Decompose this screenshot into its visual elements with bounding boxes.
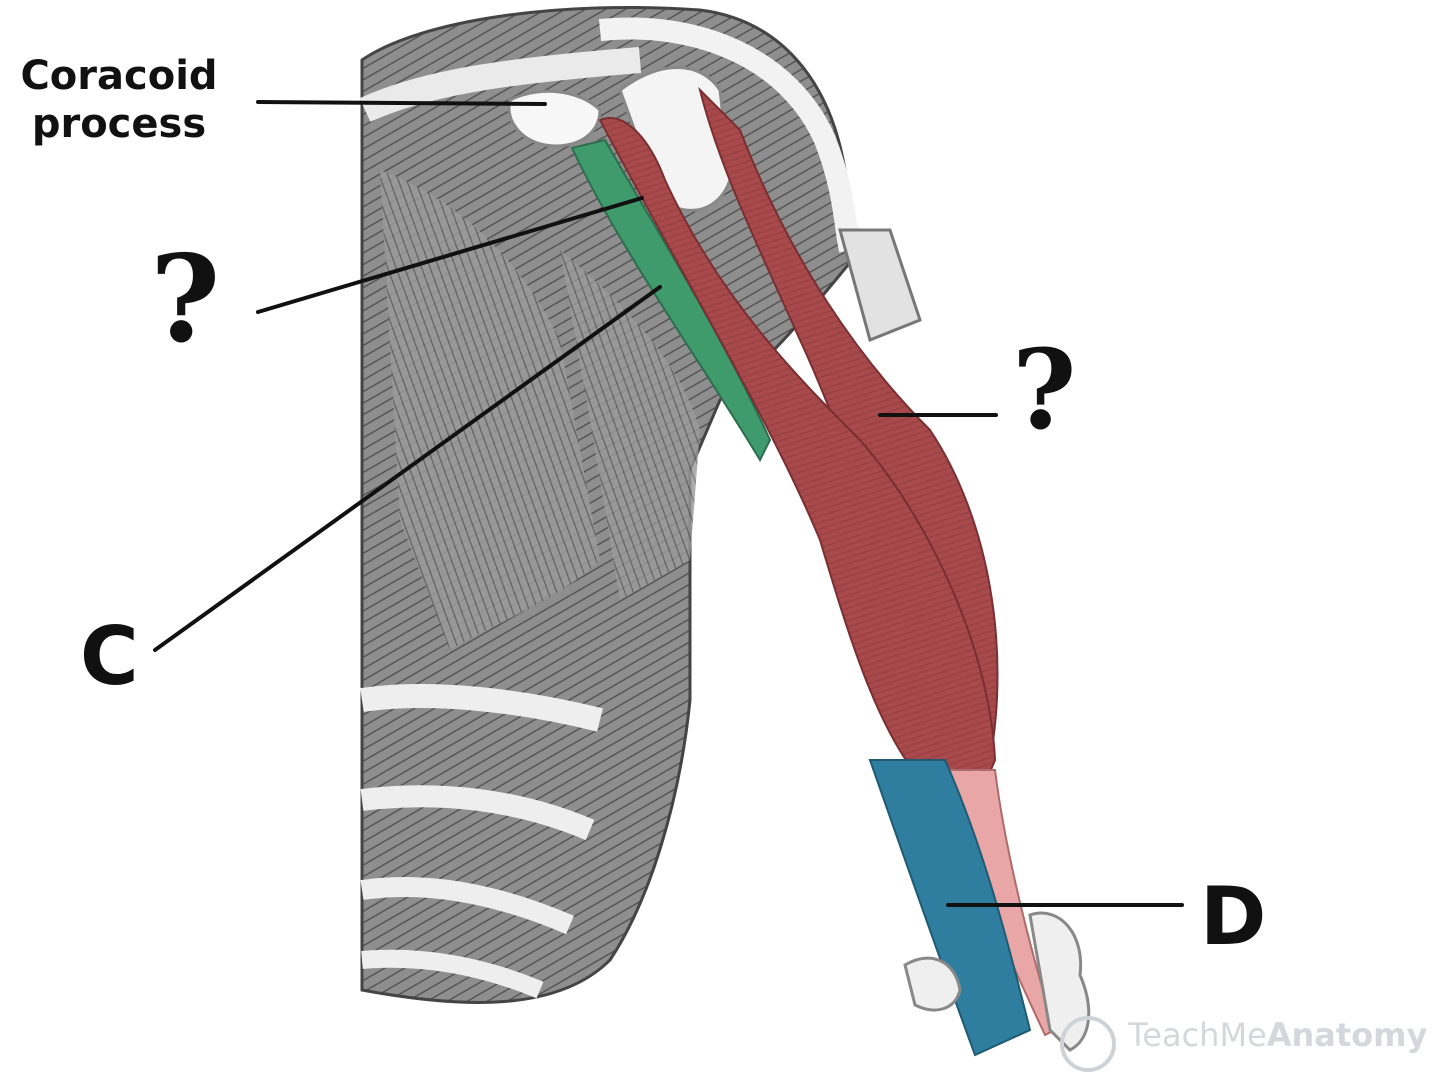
coracobrachialis-muscle: [570, 138, 772, 463]
watermark-text-1: TeachMe: [1128, 1016, 1267, 1054]
label-d: D: [1200, 870, 1267, 963]
coracoid-process-label: Coracoid process: [14, 52, 224, 148]
watermark: © TeachMeAnatomy: [1056, 1016, 1427, 1054]
watermark-text-2: Anatomy: [1266, 1016, 1428, 1054]
coracoid-label-line2: process: [31, 101, 207, 147]
label-c: C: [80, 610, 139, 703]
unknown-label-2: ?: [1012, 325, 1077, 454]
unknown-1-leader-line: [256, 196, 644, 314]
leader-lines: [153, 100, 1184, 907]
coracoid-label-line1: Coracoid: [20, 53, 218, 99]
coracoid-leader-line: [256, 100, 547, 106]
elbow-bones: [903, 911, 1091, 1052]
unknown-label-1: ?: [150, 229, 221, 370]
c-leader-line: [153, 285, 662, 652]
biceps-muscle: [598, 117, 997, 797]
brachialis-muscle: [868, 759, 1032, 1057]
watermark-copyright-icon: [1060, 1016, 1116, 1072]
